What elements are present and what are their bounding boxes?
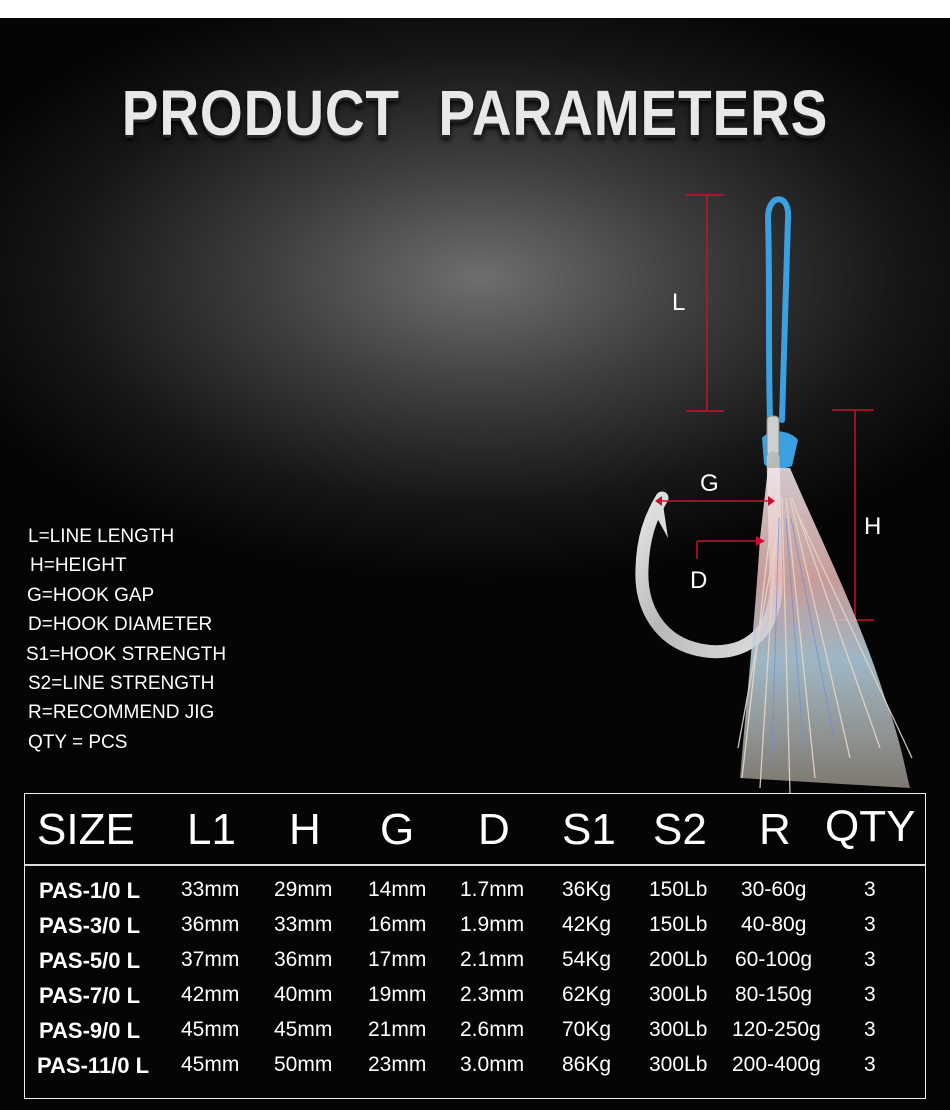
cell-s1: 86Kg bbox=[562, 1053, 612, 1076]
legend-item: R=RECOMMEND JIG bbox=[28, 702, 215, 724]
cell-l1: 42mm bbox=[181, 983, 240, 1006]
cell-r: 200-400g bbox=[732, 1053, 821, 1076]
cell-h: 45mm bbox=[274, 1018, 333, 1041]
label-d: D bbox=[690, 567, 707, 594]
cell-r: 60-100g bbox=[735, 948, 813, 971]
cell-s1: 54Kg bbox=[562, 948, 612, 971]
legend-item: D=HOOK DIAMETER bbox=[28, 614, 213, 636]
cell-h: 36mm bbox=[274, 948, 333, 971]
table-row: PAS-11/0 L 45mm 50mm 23mm 3.0mm 86Kg 300… bbox=[25, 1053, 925, 1088]
legend-item: S2=LINE STRENGTH bbox=[28, 672, 215, 694]
header-size: SIZE bbox=[37, 805, 135, 854]
label-h: H bbox=[864, 513, 881, 540]
cell-d: 2.1mm bbox=[460, 948, 525, 971]
cell-r: 30-60g bbox=[741, 878, 807, 901]
table-row: PAS-3/0 L 36mm 33mm 16mm 1.9mm 42Kg 150L… bbox=[25, 913, 925, 948]
cell-l1: 45mm bbox=[181, 1053, 240, 1076]
cell-s1: 62Kg bbox=[562, 983, 612, 1006]
cell-l1: 45mm bbox=[181, 1018, 240, 1041]
header-qty: QTY bbox=[825, 802, 916, 851]
header-s2: S2 bbox=[653, 805, 707, 854]
cell-g: 23mm bbox=[368, 1053, 427, 1076]
cell-size: PAS-5/0 L bbox=[39, 948, 141, 973]
legend-item: QTY = PCS bbox=[28, 731, 128, 753]
cell-qty: 3 bbox=[864, 1053, 876, 1076]
cell-s2: 300Lb bbox=[649, 1018, 708, 1041]
cell-d: 2.3mm bbox=[460, 983, 525, 1006]
cell-qty: 3 bbox=[864, 878, 876, 901]
dimension-d bbox=[696, 540, 756, 559]
header-h: H bbox=[289, 805, 321, 854]
cell-size: PAS-7/0 L bbox=[39, 983, 141, 1008]
cell-s1: 36Kg bbox=[562, 878, 612, 901]
cell-qty: 3 bbox=[864, 948, 876, 971]
product-parameters-panel: PRODUCT PARAMETERS bbox=[0, 18, 950, 1110]
cell-s1: 70Kg bbox=[562, 1018, 612, 1041]
cell-g: 17mm bbox=[368, 948, 427, 971]
cell-s1: 42Kg bbox=[562, 913, 612, 936]
cell-g: 16mm bbox=[368, 913, 427, 936]
cell-g: 19mm bbox=[368, 983, 427, 1006]
label-l: L bbox=[672, 289, 685, 316]
table-row: PAS-5/0 L 37mm 36mm 17mm 2.1mm 54Kg 200L… bbox=[25, 948, 925, 983]
cell-h: 50mm bbox=[274, 1053, 333, 1076]
cell-h: 33mm bbox=[274, 913, 333, 936]
label-g: G bbox=[700, 470, 719, 497]
cell-qty: 3 bbox=[864, 913, 876, 936]
cell-r: 80-150g bbox=[735, 983, 813, 1006]
cell-l1: 36mm bbox=[181, 913, 240, 936]
cell-size: PAS-1/0 L bbox=[39, 878, 141, 903]
line-cord bbox=[764, 196, 792, 423]
cell-d: 1.9mm bbox=[460, 913, 525, 936]
header-g: G bbox=[380, 805, 415, 854]
legend-item: H=HEIGHT bbox=[30, 555, 127, 577]
assist-hook-diagram: L G H D bbox=[635, 194, 913, 794]
cell-size: PAS-9/0 L bbox=[39, 1018, 141, 1043]
cell-size: PAS-3/0 L bbox=[39, 913, 141, 938]
header-s1: S1 bbox=[562, 805, 616, 854]
page-title: PRODUCT PARAMETERS bbox=[121, 77, 829, 149]
header-l1: L1 bbox=[187, 805, 236, 854]
table-row: PAS-9/0 L 45mm 45mm 21mm 2.6mm 70Kg 300L… bbox=[25, 1018, 925, 1053]
cell-r: 40-80g bbox=[741, 913, 807, 936]
table-row: PAS-1/0 L 33mm 29mm 14mm 1.7mm 36Kg 150L… bbox=[25, 878, 925, 913]
cell-s2: 150Lb bbox=[649, 878, 708, 901]
cell-s2: 200Lb bbox=[649, 948, 708, 971]
flash-skirt bbox=[737, 468, 913, 794]
cell-g: 14mm bbox=[368, 878, 427, 901]
legend-item: L=LINE LENGTH bbox=[28, 526, 175, 547]
header-d: D bbox=[478, 805, 510, 854]
abbreviation-legend: L=LINE LENGTH H=HEIGHT G=HOOK GAP D=HOOK… bbox=[26, 522, 226, 757]
table-header: SIZE L1 H G D S1 S2 R QTY bbox=[25, 794, 925, 864]
cell-d: 1.7mm bbox=[460, 878, 525, 901]
cell-s2: 150Lb bbox=[649, 913, 708, 936]
cell-qty: 3 bbox=[864, 983, 876, 1006]
cell-g: 21mm bbox=[368, 1018, 427, 1041]
legend-item: G=HOOK GAP bbox=[27, 584, 155, 606]
legend-item: S1=HOOK STRENGTH bbox=[26, 643, 227, 665]
cell-qty: 3 bbox=[864, 1018, 876, 1041]
cell-size: PAS-11/0 L bbox=[37, 1053, 150, 1078]
cell-l1: 33mm bbox=[181, 878, 240, 901]
header-r: R bbox=[759, 805, 791, 854]
cell-s2: 300Lb bbox=[649, 1053, 708, 1076]
spec-table: SIZE L1 H G D S1 S2 R QTY PAS-1/0 L 33mm… bbox=[24, 793, 926, 1099]
cell-s2: 300Lb bbox=[649, 983, 708, 1006]
cell-d: 2.6mm bbox=[460, 1018, 525, 1041]
cell-r: 120-250g bbox=[732, 1018, 821, 1041]
header-divider bbox=[25, 864, 925, 866]
cell-h: 40mm bbox=[274, 983, 333, 1006]
cell-l1: 37mm bbox=[181, 948, 240, 971]
cell-h: 29mm bbox=[274, 878, 333, 901]
cell-d: 3.0mm bbox=[460, 1053, 525, 1076]
dimension-l bbox=[686, 194, 724, 412]
table-row: PAS-7/0 L 42mm 40mm 19mm 2.3mm 62Kg 300L… bbox=[25, 983, 925, 1018]
